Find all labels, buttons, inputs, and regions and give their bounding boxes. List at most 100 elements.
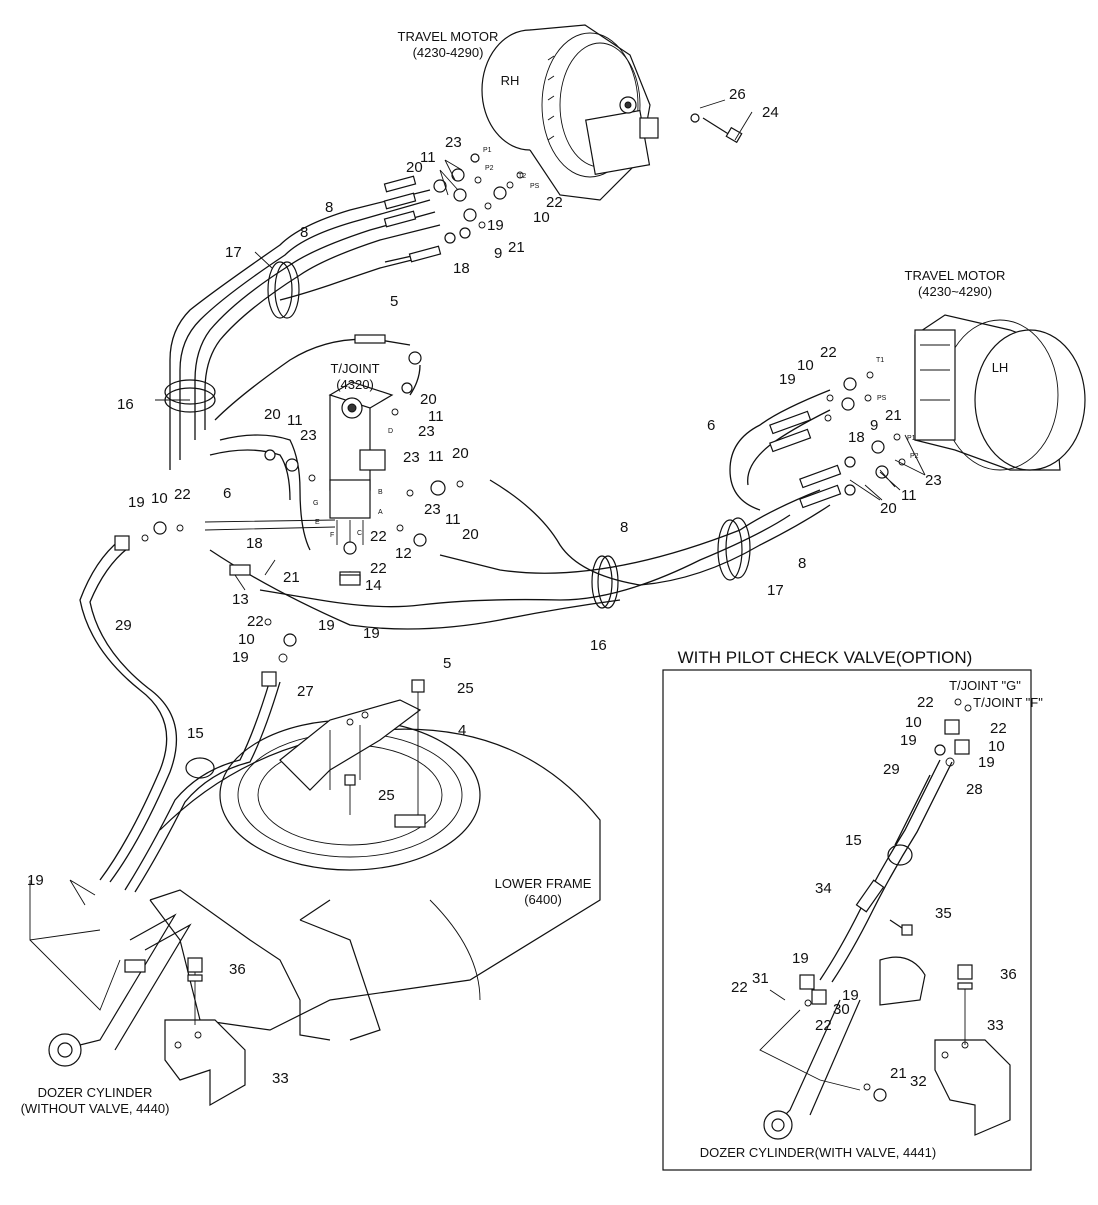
callout-27: 27 [297,683,314,700]
callout-5: 5 [390,293,398,310]
port-p2-lh: P2 [910,453,919,460]
callout-20: 20 [264,406,281,423]
port-p2-rh: P2 [485,165,494,172]
callout-numbers: 24 26 23 11 20 22 10 19 21 9 18 8 8 17 5… [27,86,1043,1090]
hose-27 [124,671,281,893]
callout-9: 9 [870,417,878,434]
clamp-15 [185,757,215,779]
callout-10: 10 [151,490,168,507]
port-p1-lh: P1 [907,435,916,442]
callout-19: 19 [487,217,504,234]
callout-19: 19 [779,371,796,388]
label-lower-frame-code: (6400) [524,892,562,907]
travel-motor-lh [914,314,1086,471]
label-travel-motor-lh: TRAVEL MOTOR [905,268,1006,283]
callout-tjoint-g: T/JOINT "G" [949,678,1021,693]
callout-33: 33 [272,1070,289,1087]
label-dozer-with-valve: DOZER CYLINDER(WITH VALVE, 4441) [700,1145,936,1160]
bracket-33-right [934,1039,1011,1136]
callout-16: 16 [590,637,607,654]
callout-tjoint-f: T/JOINT "F" [973,695,1043,710]
hoses-rh-bundle [169,189,441,470]
port-e: E [315,519,320,526]
label-rh: RH [501,73,520,88]
label-travel-motor-lh-code: (4230~4290) [918,284,992,299]
callout-19: 19 [318,617,335,634]
leader-lines [69,99,926,1001]
inset-title: WITH PILOT CHECK VALVE(OPTION) [678,648,973,667]
callout-22: 22 [815,1017,832,1034]
callout-8: 8 [300,224,308,241]
callout-36: 36 [1000,966,1017,983]
port-ps-lh: PS [877,395,887,402]
callout-20: 20 [406,159,423,176]
tjoint-fittings [141,351,464,663]
port-d: D [388,428,393,435]
label-travel-motor-rh: TRAVEL MOTOR [398,29,499,44]
t-joint-4320 [328,381,394,585]
callout-19: 19 [128,494,145,511]
callout-30: 30 [833,1001,850,1018]
label-tjoint: T/JOINT [330,361,379,376]
clamp-17-lower [717,517,751,581]
callout-34: 34 [815,880,832,897]
clamp-16-lower [591,555,619,609]
callout-10: 10 [988,738,1005,755]
callout-23: 23 [418,423,435,440]
lower-frame-6400 [149,719,601,1041]
callout-10: 10 [533,209,550,226]
callout-10: 10 [905,714,922,731]
callout-20: 20 [462,526,479,543]
port-labels: P1 P2 T2 PS T1 PS P1 P2 D B G E A F C [313,147,919,539]
hoses-lh-bundle [209,389,831,630]
label-lh: LH [992,360,1009,375]
bolt-24 [690,113,743,144]
callout-18: 18 [848,429,865,446]
callout-20: 20 [880,500,897,517]
callout-18: 18 [246,535,263,552]
hose-29 [79,535,177,883]
callout-29: 29 [115,617,132,634]
callout-15: 15 [187,725,204,742]
travel-motor-rh [481,24,659,201]
callout-10: 10 [238,631,255,648]
callout-22: 22 [917,694,934,711]
callout-18: 18 [453,260,470,277]
callout-16: 16 [117,396,134,413]
callout-6: 6 [223,485,231,502]
callout-9: 9 [494,245,502,262]
callout-19: 19 [27,872,44,889]
bolt-25 [344,679,426,828]
title-labels: TRAVEL MOTOR (4230-4290) RH TRAVEL MOTOR… [21,29,1009,1160]
callout-22: 22 [174,486,191,503]
bolt-36-left [187,957,203,1025]
port-a: A [378,509,383,516]
label-dozer-without-valve-2: (WITHOUT VALVE, 4440) [21,1101,170,1116]
callout-22: 22 [546,194,563,211]
callout-8: 8 [620,519,628,536]
callout-21: 21 [890,1065,907,1082]
fittings-rh [383,153,524,263]
callout-36: 36 [229,961,246,978]
callout-17: 17 [225,244,242,261]
callout-6: 6 [707,417,715,434]
callout-11: 11 [445,511,461,528]
port-b: B [378,489,383,496]
callout-19: 19 [842,987,859,1004]
port-f: F [330,532,334,539]
callout-11: 11 [428,448,444,465]
clamp-16-left [164,379,216,413]
callout-11: 11 [420,149,436,166]
callout-13: 13 [232,591,249,608]
callout-25: 25 [378,787,395,804]
port-c: C [357,530,362,537]
bolt-35 [889,919,913,936]
callout-22: 22 [370,560,387,577]
callout-5: 5 [443,655,451,672]
callout-21: 21 [508,239,525,256]
callout-31: 31 [752,970,769,987]
callout-20: 20 [420,391,437,408]
callout-22: 22 [731,979,748,996]
bracket-33-left [164,1019,246,1107]
